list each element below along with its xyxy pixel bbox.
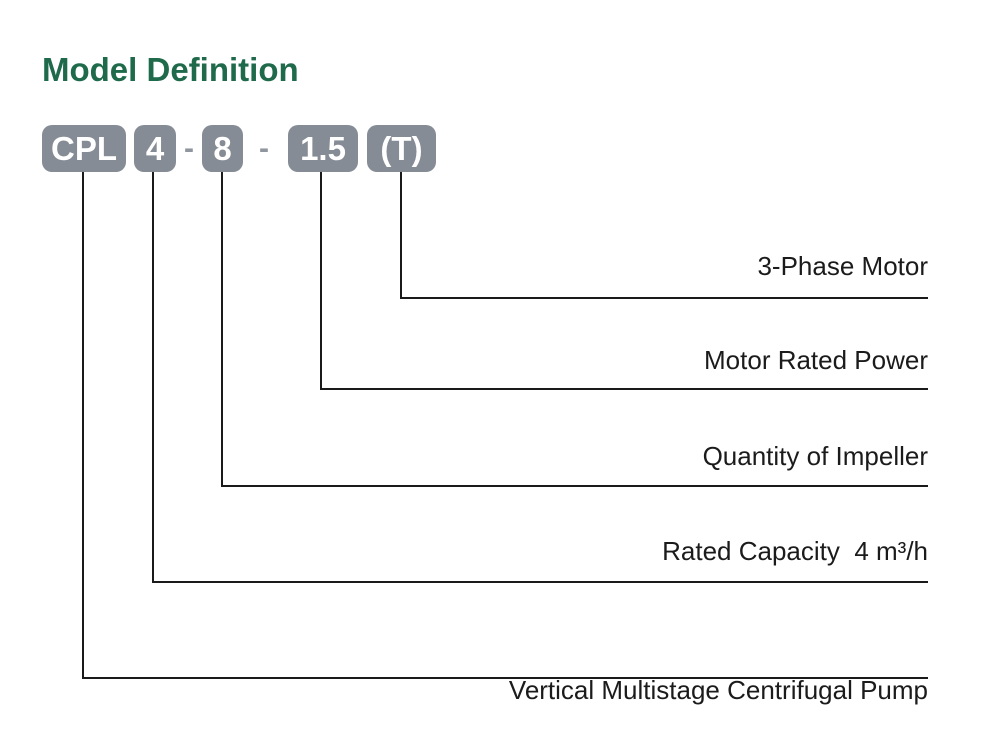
model-segment-impellers: 8: [202, 125, 243, 172]
connector-hline-capacity: [152, 581, 928, 583]
definition-quantity-of-impeller: Quantity of Impeller: [702, 441, 928, 471]
model-separator-dash: -: [184, 131, 194, 165]
connector-hline-power: [320, 388, 928, 390]
connector-hline-impellers: [221, 485, 928, 487]
connector-vline-impellers: [221, 172, 223, 486]
page-title: Model Definition: [42, 51, 299, 88]
definition-pump-type: Vertical Multistage Centrifugal Pump (Bo…: [509, 598, 928, 755]
definition-rated-capacity: Rated Capacity 4 m³/h: [662, 536, 928, 566]
connector-hline-phase: [400, 297, 928, 299]
model-segment-cpl: CPL: [42, 125, 126, 172]
model-segment-power: 1.5: [288, 125, 358, 172]
connector-vline-capacity: [152, 172, 154, 582]
definition-phase-motor: 3-Phase Motor: [757, 251, 928, 281]
definition-motor-rated-power: Motor Rated Power: [704, 345, 928, 375]
model-segment-capacity: 4: [134, 125, 176, 172]
model-segment-phase: (T): [367, 125, 436, 172]
connector-hline-pump-type: [82, 677, 928, 679]
model-separator-dash: -: [259, 131, 269, 165]
connector-vline-pump-type: [82, 172, 84, 678]
connector-vline-phase: [400, 172, 402, 298]
connector-vline-power: [320, 172, 322, 389]
definition-pump-type-line1: Vertical Multistage Centrifugal Pump: [508, 675, 928, 705]
